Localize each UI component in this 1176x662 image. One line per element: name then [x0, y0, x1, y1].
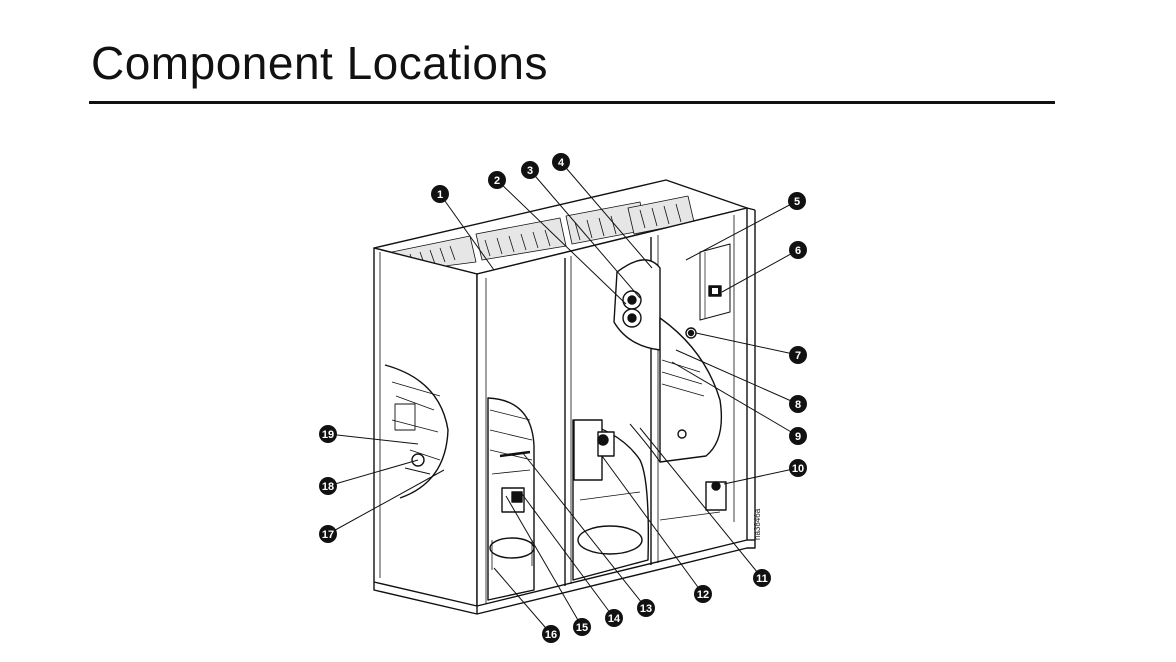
callout-18: 18 [319, 477, 337, 495]
callout-markers: 1 2 3 4 5 6 7 8 9 10 11 12 13 14 15 16 1… [319, 153, 807, 643]
svg-text:2: 2 [494, 175, 500, 187]
cutaway-upper-right [613, 259, 661, 351]
callout-3: 3 [521, 161, 539, 179]
svg-text:19: 19 [322, 429, 334, 441]
callout-8: 8 [789, 395, 807, 413]
callout-17: 17 [319, 525, 337, 543]
callout-11: 11 [753, 569, 771, 587]
svg-text:17: 17 [322, 529, 334, 541]
cabinet-illustration [373, 179, 756, 615]
callout-14: 14 [605, 609, 623, 627]
svg-text:12: 12 [697, 589, 709, 601]
svg-text:18: 18 [322, 481, 334, 493]
figure-id: na3846a [753, 508, 762, 540]
svg-text:11: 11 [756, 573, 768, 585]
svg-text:7: 7 [795, 350, 801, 362]
callout-9: 9 [789, 427, 807, 445]
svg-text:15: 15 [576, 622, 588, 634]
svg-text:1: 1 [437, 189, 443, 201]
callout-13: 13 [637, 599, 655, 617]
svg-text:14: 14 [608, 613, 621, 625]
title-divider [89, 101, 1055, 104]
page-title: Component Locations [91, 37, 549, 89]
callout-19: 19 [319, 425, 337, 443]
callout-6: 6 [789, 241, 807, 259]
svg-text:13: 13 [640, 603, 652, 615]
svg-text:6: 6 [795, 245, 801, 257]
svg-text:5: 5 [794, 196, 800, 208]
svg-text:10: 10 [792, 463, 804, 475]
callout-12: 12 [694, 585, 712, 603]
callout-15: 15 [573, 618, 591, 636]
callout-1: 1 [431, 185, 449, 203]
svg-text:8: 8 [795, 399, 801, 411]
cutaway-lower-left [487, 397, 535, 601]
callout-10: 10 [789, 459, 807, 477]
callout-2: 2 [488, 171, 506, 189]
callout-16: 16 [542, 625, 560, 643]
svg-text:9: 9 [795, 431, 801, 443]
svg-text:3: 3 [527, 165, 533, 177]
leader-lines [327, 161, 799, 635]
cutaway-right-middle [629, 317, 727, 521]
svg-text:4: 4 [558, 157, 565, 169]
svg-text:16: 16 [545, 629, 557, 641]
callout-4: 4 [552, 153, 570, 171]
callout-7: 7 [789, 346, 807, 364]
callout-5: 5 [788, 192, 806, 210]
